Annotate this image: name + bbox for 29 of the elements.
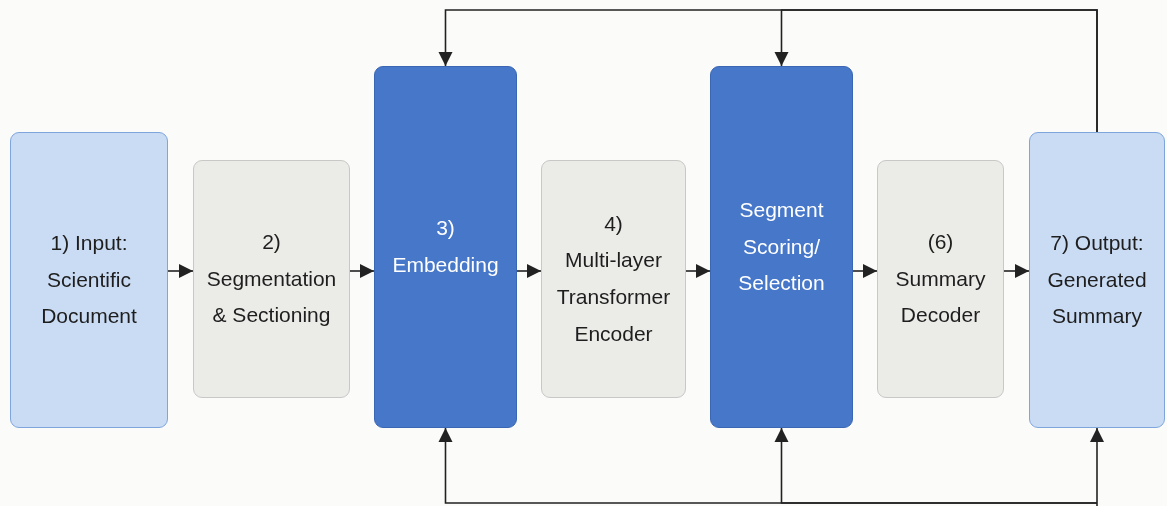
node-label: (6): [927, 228, 954, 255]
node-label: Segmentation & Sectioning: [205, 265, 338, 329]
process-box: [541, 160, 686, 398]
node-label: 7) Output:: [1050, 229, 1144, 256]
node-label: Embedding: [392, 252, 499, 278]
arrow: [1089, 427, 1105, 506]
process-box: [710, 66, 853, 428]
arrow: [167, 263, 194, 279]
arrow: [852, 263, 878, 279]
arrow: [774, 9, 1098, 133]
node-label: Multi-layer Transformer Encoder: [555, 247, 672, 347]
node-label: Segment Scoring/ Selection: [737, 196, 826, 297]
node-label: 4): [604, 210, 623, 237]
node-label: Generated Summary: [1046, 266, 1148, 330]
process-box: [374, 66, 517, 428]
process-box: [877, 160, 1004, 398]
node-label: Summary Decoder: [894, 265, 987, 329]
process-box: [10, 132, 168, 428]
arrow: [774, 427, 1098, 504]
arrow: [349, 263, 375, 279]
node-label: Scientific Document: [40, 266, 138, 330]
process-box: [1029, 132, 1165, 428]
process-box: [193, 160, 350, 398]
node-label: 2): [262, 228, 281, 255]
node-label: 3): [436, 215, 455, 242]
arrow: [685, 263, 711, 279]
arrow: [1003, 263, 1030, 279]
arrow: [516, 263, 542, 279]
node-label: 1) Input:: [50, 229, 128, 256]
